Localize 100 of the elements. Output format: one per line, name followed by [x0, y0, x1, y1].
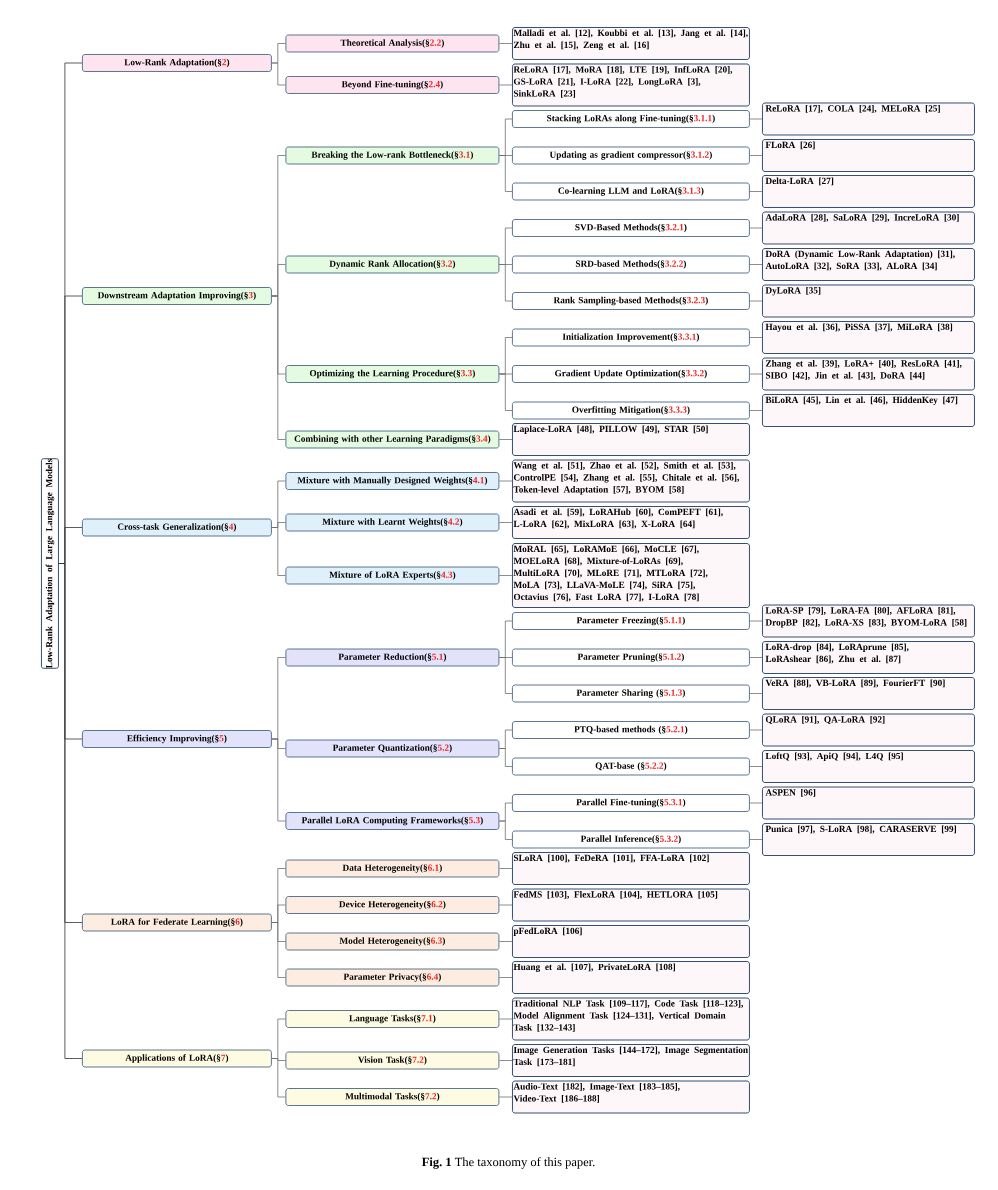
reference-box: Image Generation Tasks [144–172], Image Segmentation Task [173–181] — [512, 1044, 750, 1077]
connector-line — [498, 373, 513, 411]
connector-line — [498, 904, 513, 906]
subcategory-box: Combining with other Learning Paradigms(§3.4) — [285, 430, 500, 449]
reference-box: ReLoRA [17], COLA [24], MELoRA [25] — [762, 102, 975, 136]
reference-box: LoRA-drop [84], LoRAprune [85], LoRAshear [86], Zhu et al. [87] — [762, 641, 975, 674]
method-box: SRD-based Methods(§3.2.2) — [512, 255, 750, 274]
reference-box: FedMS [103], FlexLoRA [104], HETLORA [105] — [512, 888, 750, 922]
method-box: Parallel Fine-tuning(§5.3.1) — [512, 794, 750, 812]
connector-line — [749, 729, 763, 731]
reference-box: MoRAL [65], LoRAMoE [66], MoCLE [67], MOELoRA [68], Mixture-of-LoRAs [69], MultiLoRA [70], MLoRE [71], MTLoRA [72], MoLA [73], LLaVA-MoLE [74], SiRA [75], Octavius [76], Fast LoRA [77], I-LoRA [78] — [512, 543, 750, 608]
connector-line — [498, 264, 513, 302]
connector-line — [749, 264, 763, 265]
category-box: Cross-task Generalization(§4) — [82, 518, 272, 537]
connector-line — [271, 295, 286, 440]
subcategory-box: Parameter Quantization(§5.2) — [285, 739, 500, 758]
connector-line — [498, 575, 513, 576]
reference-box: QLoRA [91], QA-LoRA [92] — [762, 713, 975, 747]
connector-line — [498, 657, 513, 694]
connector-line — [498, 1096, 513, 1098]
reference-box: Asadi et al. [59], LoRAHub [60], ComPEFT [61], L-LoRA [62], MixLoRA [63], X-LoRA [64] — [512, 506, 750, 539]
method-box: QAT-base (§5.2.2) — [512, 757, 750, 776]
connector-line — [498, 522, 513, 523]
reference-box: LoftQ [93], ApiQ [94], L4Q [95] — [762, 750, 975, 783]
connector-line — [271, 738, 286, 822]
subcategory-box: Mixture with Learnt Weights(§4.2) — [285, 513, 500, 532]
reference-box: Punica [97], S-LoRA [98], CARASERVE [99] — [762, 823, 975, 856]
connector-line — [498, 868, 513, 869]
subcategory-box: Device Heterogeneity(§6.2) — [285, 896, 500, 914]
reference-box: DoRA (Dynamic Low-Rank Adaptation) [31], AutoLoRA [32], SoRA [33], ALoRA [34] — [762, 248, 975, 281]
reference-box: Laplace-LoRA [48], PILLOW [49], STAR [50] — [512, 423, 750, 456]
reference-box: AdaLoRA [28], SaLoRA [29], IncreLoRA [30] — [762, 211, 975, 245]
reference-box: Huang et al. [107], PrivateLoRA [108] — [512, 961, 750, 994]
connector-line — [271, 62, 286, 86]
reference-box: BiLoRA [45], Lin et al. [46], HiddenKey [47] — [762, 394, 975, 427]
reference-box: LoRA-SP [79], LoRA-FA [80], AFLoRA [81], DropBP [82], LoRA-XS [83], BYOM-LoRA [58] — [762, 604, 975, 638]
connector-line — [498, 748, 513, 767]
method-box: SVD-Based Methods(§3.2.1) — [512, 219, 750, 237]
reference-box: VeRA [88], VB-LoRA [89], FourierFT [90] — [762, 677, 975, 710]
method-box: Parameter Pruning(§5.1.2) — [512, 648, 750, 667]
method-box: Initialization Improvement(§3.3.1) — [512, 328, 750, 347]
subcategory-box: Mixture of LoRA Experts(§4.3) — [285, 566, 500, 585]
connector-line — [498, 155, 513, 192]
connector-line — [271, 527, 286, 576]
category-box: Downstream Adaptation Improving(§3) — [82, 287, 272, 305]
category-box: Applications of LoRA(§7) — [82, 1049, 272, 1068]
method-box: Overfitting Mitigation(§3.3.3) — [512, 401, 750, 420]
method-box: Rank Sampling-based Methods(§3.2.3) — [512, 292, 750, 310]
connector-line — [749, 839, 763, 840]
subcategory-box: Data Heterogeneity(§6.1) — [285, 859, 500, 878]
reference-box: Zhang et al. [39], LoRA+ [40], ResLoRA [41], SIBO [42], Jin et al. [43], DoRA [44] — [762, 357, 975, 391]
subcategory-box: Parameter Privacy(§6.4) — [285, 968, 500, 987]
subcategory-box: Dynamic Rank Allocation(§3.2) — [285, 255, 500, 274]
category-box: Low-Rank Adaptation(§2) — [82, 54, 272, 72]
reference-box: Traditional NLP Task [109–117], Code Task [118–123], Model Alignment Task [124–131], Vertical Domain Task [132–143] — [512, 997, 750, 1041]
reference-box: Audio-Text [182], Image-Text [183–185], Video-Text [186–188] — [512, 1080, 750, 1114]
connector-line — [749, 227, 763, 229]
connector-line — [498, 439, 513, 440]
subcategory-box: Multimodal Tasks(§7.2) — [285, 1088, 500, 1106]
connector-line — [749, 766, 763, 767]
connector-line — [749, 410, 763, 411]
figure-caption: Fig. 1 The taxonomy of this paper. — [421, 1157, 595, 1169]
connector-line — [498, 1018, 513, 1020]
method-box: PTQ-based methods (§5.2.1) — [512, 721, 750, 739]
connector-line — [749, 693, 763, 694]
connector-line — [498, 43, 513, 44]
connector-line — [498, 820, 513, 840]
reference-box: Wang et al. [51], Zhao et al. [52], Smith et al. [53], ControlPE [54], Zhang et al. [55], Chitale et al. [56], Token-level Adaptation [57], BYOM [58] — [512, 459, 750, 503]
method-box: Parallel Inference(§5.3.2) — [512, 830, 750, 849]
connector-line — [749, 155, 763, 156]
connector-line — [498, 84, 513, 86]
connector-line — [749, 191, 763, 192]
reference-box: FLoRA [26] — [762, 139, 975, 172]
reference-box: SLoRA [100], FeDeRA [101], FFA-LoRA [102] — [512, 852, 750, 885]
connector-line — [749, 300, 763, 302]
reference-box: Delta-LoRA [27] — [762, 175, 975, 208]
connector-line — [749, 802, 763, 804]
connector-line — [498, 1060, 513, 1061]
connector-line — [749, 337, 763, 338]
subcategory-box: Model Heterogeneity(§6.3) — [285, 932, 500, 951]
method-box: Co-learning LLM and LoRA(§3.1.3) — [512, 182, 750, 201]
subcategory-box: Language Tasks(§7.1) — [285, 1010, 500, 1028]
subcategory-box: Vision Task(§7.2) — [285, 1051, 500, 1070]
connector-line — [498, 977, 513, 978]
reference-box: pFedLoRA [106] — [512, 925, 750, 958]
method-box: Gradient Update Optimization(§3.3.2) — [512, 365, 750, 383]
subcategory-box: Parallel LoRA Computing Frameworks(§5.3) — [285, 812, 500, 830]
category-box: LoRA for Federate Learning(§6) — [82, 913, 272, 932]
method-box: Parameter Freezing(§5.1.1) — [512, 612, 750, 630]
subcategory-box: Theoretical Analysis(§2.2) — [285, 34, 500, 53]
connector-line — [58, 563, 83, 1059]
reference-box: ReLoRA [17], MoRA [18], LTE [19], InfLoRA [20], GS-LoRA [21], I-LoRA [22], LongLoRA [3], SinkLoRA [23] — [512, 63, 750, 107]
reference-box: ASPEN [96] — [762, 786, 975, 820]
connector-line — [498, 480, 513, 482]
subcategory-box: Mixture with Manually Designed Weights(§4.1) — [285, 472, 500, 490]
subcategory-box: Optimizing the Learning Procedure(§3.3) — [285, 365, 500, 383]
subcategory-box: Parameter Reduction(§5.1) — [285, 648, 500, 667]
reference-box: Malladi et al. [12], Koubbi et al. [13], Jang et al. [14], Zhu et al. [15], Zeng et al. [16] — [512, 27, 750, 60]
category-box: Efficiency Improving(§5) — [82, 730, 272, 748]
connector-line — [749, 373, 763, 375]
